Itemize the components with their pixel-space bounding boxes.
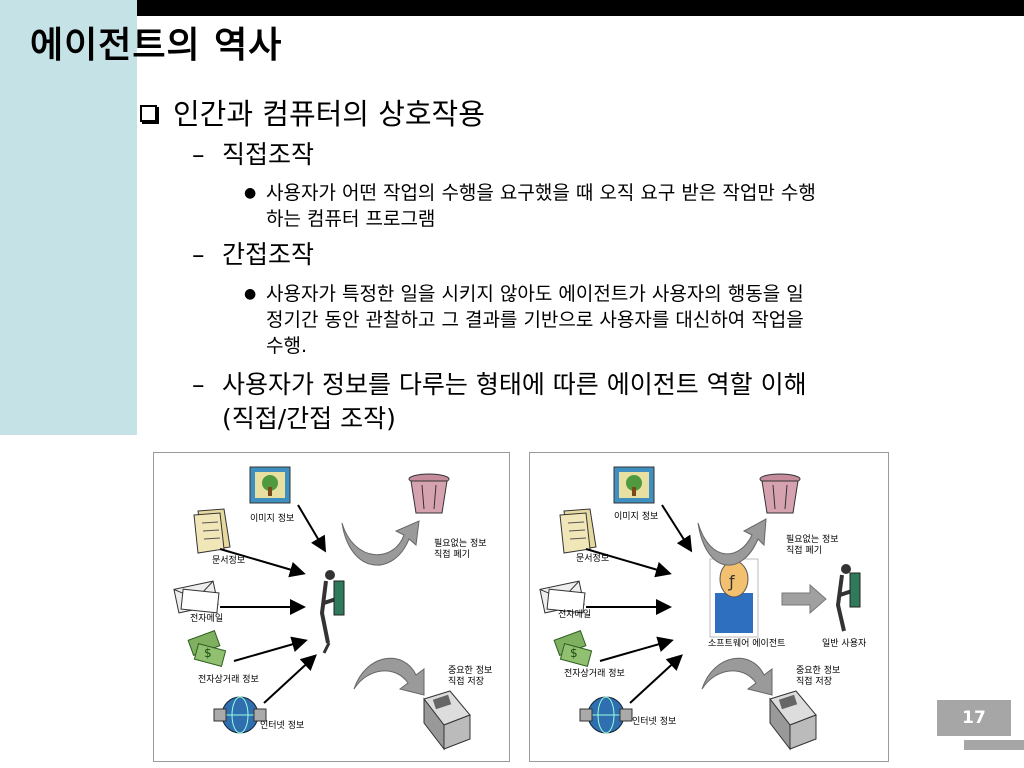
indirect-detail-line-3: 수행. — [266, 335, 307, 357]
curved-arrow-icon — [697, 518, 767, 566]
scanner-icon — [423, 690, 471, 751]
user-at-computer-icon — [835, 564, 861, 632]
label-discard-line-1: 필요없는 정보 — [786, 535, 839, 545]
svg-text:ƒ: ƒ — [727, 572, 735, 591]
square-bullet-icon — [140, 104, 157, 122]
label-email: 전자메일 — [558, 610, 592, 620]
bullet-direct-label: 직접조작 — [222, 140, 315, 169]
picture-icon — [249, 466, 291, 504]
bullet-role-line-2: (직접/간접 조작) — [222, 404, 396, 433]
label-discard-line-2: 직접 폐기 — [786, 546, 822, 556]
top-bar — [34, 0, 1024, 16]
curved-arrow-icon — [701, 657, 773, 696]
label-email: 전자메일 — [190, 614, 224, 624]
bullet-indirect-label: 간접조작 — [222, 240, 315, 269]
figure-direct-manipulation: $ 이미지 정보 — [153, 452, 510, 762]
agent-face-icon: ƒ — [709, 558, 759, 638]
bullet-direct-detail: ● 사용자가 어떤 작업의 수행을 요구했을 때 오직 요구 받은 작업만 수행… — [244, 180, 984, 232]
label-discard-line-2: 직접 폐기 — [434, 550, 470, 560]
svg-text:$: $ — [204, 646, 212, 660]
label-internet-info: 인터넷 정보 — [260, 721, 305, 731]
user-at-computer-icon — [319, 570, 345, 654]
label-ecommerce-info: 전자상거래 정보 — [198, 675, 259, 685]
label-general-user: 일반 사용자 — [822, 639, 867, 649]
bullet-list: 인간과 컴퓨터의 상호작용 –직접조작 ● 사용자가 어떤 작업의 수행을 요구… — [140, 96, 984, 434]
label-save-line-1: 중요한 정보 — [448, 666, 493, 676]
document-stack-icon — [559, 508, 597, 554]
label-save-line-1: 중요한 정보 — [796, 666, 841, 676]
dash-marker: – — [192, 240, 205, 269]
label-image-info: 이미지 정보 — [614, 512, 659, 522]
footer-bar — [964, 740, 1024, 750]
money-icon: $ — [553, 630, 593, 667]
globe-icon — [213, 696, 267, 734]
dot-marker: ● — [244, 286, 257, 302]
document-stack-icon — [193, 508, 231, 554]
bullet-role: –사용자가 정보를 다루는 형태에 따른 에이전트 역할 이해 — [192, 370, 807, 400]
bullet-indirect-detail: ● 사용자가 특정한 일을 시키지 않아도 에이전트가 사용자의 행동을 일 정… — [244, 281, 984, 359]
label-ecommerce-info: 전자상거래 정보 — [564, 669, 625, 679]
indirect-detail-line-1: 사용자가 특정한 일을 시키지 않아도 에이전트가 사용자의 행동을 일 — [266, 283, 804, 305]
bullet-direct: –직접조작 — [192, 140, 314, 170]
label-software-agent: 소프트웨어 에이전트 — [708, 639, 786, 649]
trash-icon — [759, 473, 801, 514]
email-icon — [173, 580, 220, 614]
bullet-role-line-1: 사용자가 정보를 다루는 형태에 따른 에이전트 역할 이해 — [222, 370, 807, 399]
figure-indirect-manipulation: $ ƒ — [529, 452, 889, 762]
label-document-info: 문서정보 — [576, 554, 610, 564]
label-internet-info: 인터넷 정보 — [632, 717, 677, 727]
figure-indirect-drawing: $ ƒ — [539, 466, 861, 751]
bullet-role-cont: (직접/간접 조작) — [222, 404, 396, 434]
bullet-main: 인간과 컴퓨터의 상호작용 — [140, 96, 485, 132]
label-discard-line-1: 필요없는 정보 — [434, 539, 487, 549]
direct-detail-line-2: 하는 컴퓨터 프로그램 — [266, 208, 436, 230]
scanner-icon — [769, 690, 817, 751]
slide-title: 에이전트의 역사 — [30, 25, 283, 66]
curved-arrow-icon — [353, 657, 425, 696]
label-save-line-2: 직접 저장 — [448, 677, 484, 687]
gray-arrow-icon — [781, 583, 827, 615]
svg-text:$: $ — [570, 646, 578, 660]
dash-marker: – — [192, 140, 205, 169]
direct-detail-line-1: 사용자가 어떤 작업의 수행을 요구했을 때 오직 요구 받은 작업만 수행 — [266, 182, 816, 204]
dot-marker: ● — [244, 185, 257, 201]
figure-direct-drawing: $ — [173, 466, 471, 751]
curved-arrow-icon — [341, 520, 420, 566]
picture-icon — [613, 466, 655, 504]
indirect-detail-line-2: 정기간 동안 관찰하고 그 결과를 기반으로 사용자를 대신하여 작업을 — [266, 309, 804, 331]
label-image-info: 이미지 정보 — [250, 514, 295, 524]
page-number: 17 — [962, 708, 986, 728]
bullet-indirect: –간접조작 — [192, 240, 314, 270]
label-save-line-2: 직접 저장 — [796, 677, 832, 687]
bullet-main-text: 인간과 컴퓨터의 상호작용 — [173, 97, 485, 131]
globe-icon — [579, 696, 633, 734]
trash-icon — [408, 473, 450, 514]
label-document-info: 문서정보 — [212, 556, 246, 566]
dash-marker: – — [192, 370, 205, 399]
page-number-box: 17 — [937, 700, 1011, 736]
money-icon: $ — [187, 630, 227, 667]
email-icon — [539, 580, 586, 614]
side-accent-panel — [0, 0, 137, 435]
